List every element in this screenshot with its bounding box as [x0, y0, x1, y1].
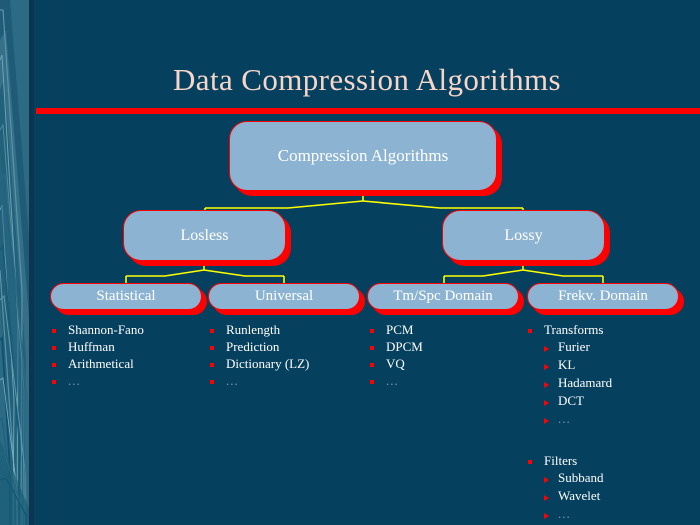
- square-bullet-icon: [210, 357, 226, 373]
- node-label: Frekv. Domain: [558, 288, 648, 304]
- node-label: Lossy: [504, 226, 543, 244]
- list-item-label: Huffman: [68, 339, 115, 354]
- node-label: Compression Algorithms: [277, 146, 449, 165]
- list-item-label: Subband: [558, 470, 604, 485]
- list-item: KL: [544, 357, 698, 375]
- list-item: Prediction: [210, 339, 360, 356]
- list-item: Shannon-Fano: [52, 322, 202, 339]
- triangle-bullet-icon: [544, 472, 558, 488]
- page-title: Data Compression Algorithms: [173, 62, 561, 97]
- list-frekv-domain: Transforms Furier KL Hadamard DCT ...: [528, 322, 698, 524]
- list-item: VQ: [370, 356, 520, 373]
- list-item-label: Transforms: [544, 322, 604, 337]
- list-universal: Runlength Prediction Dictionary (LZ) ...: [210, 322, 360, 390]
- list-item-label: VQ: [386, 356, 405, 371]
- triangle-bullet-icon: [544, 508, 558, 524]
- list-item-label: Furier: [558, 339, 590, 354]
- list-statistical: Shannon-Fano Huffman Arithmetical ...: [52, 322, 202, 390]
- node-label: Universal: [254, 288, 314, 304]
- list-item: Huffman: [52, 339, 202, 356]
- node-label: Tm/Spc Domain: [393, 288, 493, 304]
- square-bullet-icon: [528, 323, 544, 339]
- decorative-sidebar: [0, 0, 34, 525]
- list-item: Dictionary (LZ): [210, 356, 360, 373]
- list-item-label: Arithmetical: [68, 356, 134, 371]
- list-item-label: DCT: [558, 393, 584, 408]
- square-bullet-icon: [210, 340, 226, 356]
- triangle-bullet-icon: [544, 395, 558, 411]
- node-frekv-domain[interactable]: Frekv. Domain: [527, 283, 679, 310]
- square-bullet-icon: [370, 340, 386, 356]
- square-bullet-icon: [52, 374, 68, 390]
- square-bullet-icon: [210, 374, 226, 390]
- list-item: Transforms: [528, 322, 698, 339]
- node-compression-algorithms[interactable]: Compression Algorithms: [229, 121, 497, 191]
- node-tm-spc-domain[interactable]: Tm/Spc Domain: [367, 283, 519, 310]
- list-item: Subband: [544, 470, 698, 488]
- triangle-bullet-icon: [544, 341, 558, 357]
- list-item: Arithmetical: [52, 356, 202, 373]
- list-item: ...: [210, 373, 360, 390]
- list-item-label: ...: [68, 373, 81, 388]
- node-label: Statistical: [96, 288, 156, 304]
- list-item-label: PCM: [386, 322, 414, 337]
- list-item: ...: [544, 506, 698, 524]
- list-item: Runlength: [210, 322, 360, 339]
- list-item: Hadamard: [544, 375, 698, 393]
- node-statistical[interactable]: Statistical: [50, 283, 202, 310]
- square-bullet-icon: [52, 340, 68, 356]
- square-bullet-icon: [52, 357, 68, 373]
- triangle-bullet-icon: [544, 359, 558, 375]
- square-bullet-icon: [210, 323, 226, 339]
- list-item-label: ...: [226, 373, 239, 388]
- list-item-label: Filters: [544, 453, 578, 468]
- square-bullet-icon: [370, 374, 386, 390]
- list-item-label: Shannon-Fano: [68, 322, 144, 337]
- triangle-bullet-icon: [544, 490, 558, 506]
- list-item: ...: [370, 373, 520, 390]
- list-item: ...: [52, 373, 202, 390]
- list-item-label: Runlength: [226, 322, 281, 337]
- list-item: Wavelet: [544, 488, 698, 506]
- square-bullet-icon: [52, 323, 68, 339]
- list-tm-spc-domain: PCM DPCM VQ ...: [370, 322, 520, 390]
- sublist-transforms: Furier KL Hadamard DCT ...: [544, 339, 698, 429]
- list-item-label: KL: [558, 357, 576, 372]
- list-group-spacer: [528, 429, 698, 453]
- sidebar-edge-stripe: [29, 0, 34, 525]
- square-bullet-icon: [370, 323, 386, 339]
- node-label: Losless: [180, 226, 229, 244]
- node-losless[interactable]: Losless: [123, 210, 286, 261]
- square-bullet-icon: [370, 357, 386, 373]
- triangle-bullet-icon: [544, 413, 558, 429]
- list-item: ...: [544, 411, 698, 429]
- node-universal[interactable]: Universal: [208, 283, 360, 310]
- title-underline-rule: [36, 108, 700, 114]
- list-item-label: DPCM: [386, 339, 423, 354]
- sidebar-streaks-graphic: [0, 0, 34, 525]
- list-item-label: Prediction: [226, 339, 280, 354]
- list-item-label: ...: [386, 373, 399, 388]
- list-item-label: Hadamard: [558, 375, 613, 390]
- sublist-filters: Subband Wavelet ...: [544, 470, 698, 524]
- square-bullet-icon: [528, 454, 544, 470]
- node-lossy[interactable]: Lossy: [442, 210, 605, 261]
- list-item-label: Wavelet: [558, 488, 601, 503]
- list-item: DCT: [544, 393, 698, 411]
- list-item: DPCM: [370, 339, 520, 356]
- list-item-label: ...: [558, 506, 571, 521]
- list-item: Filters: [528, 453, 698, 470]
- list-item: Furier: [544, 339, 698, 357]
- triangle-bullet-icon: [544, 377, 558, 393]
- list-item-label: Dictionary (LZ): [226, 356, 310, 371]
- list-item-label: ...: [558, 411, 571, 426]
- list-item: PCM: [370, 322, 520, 339]
